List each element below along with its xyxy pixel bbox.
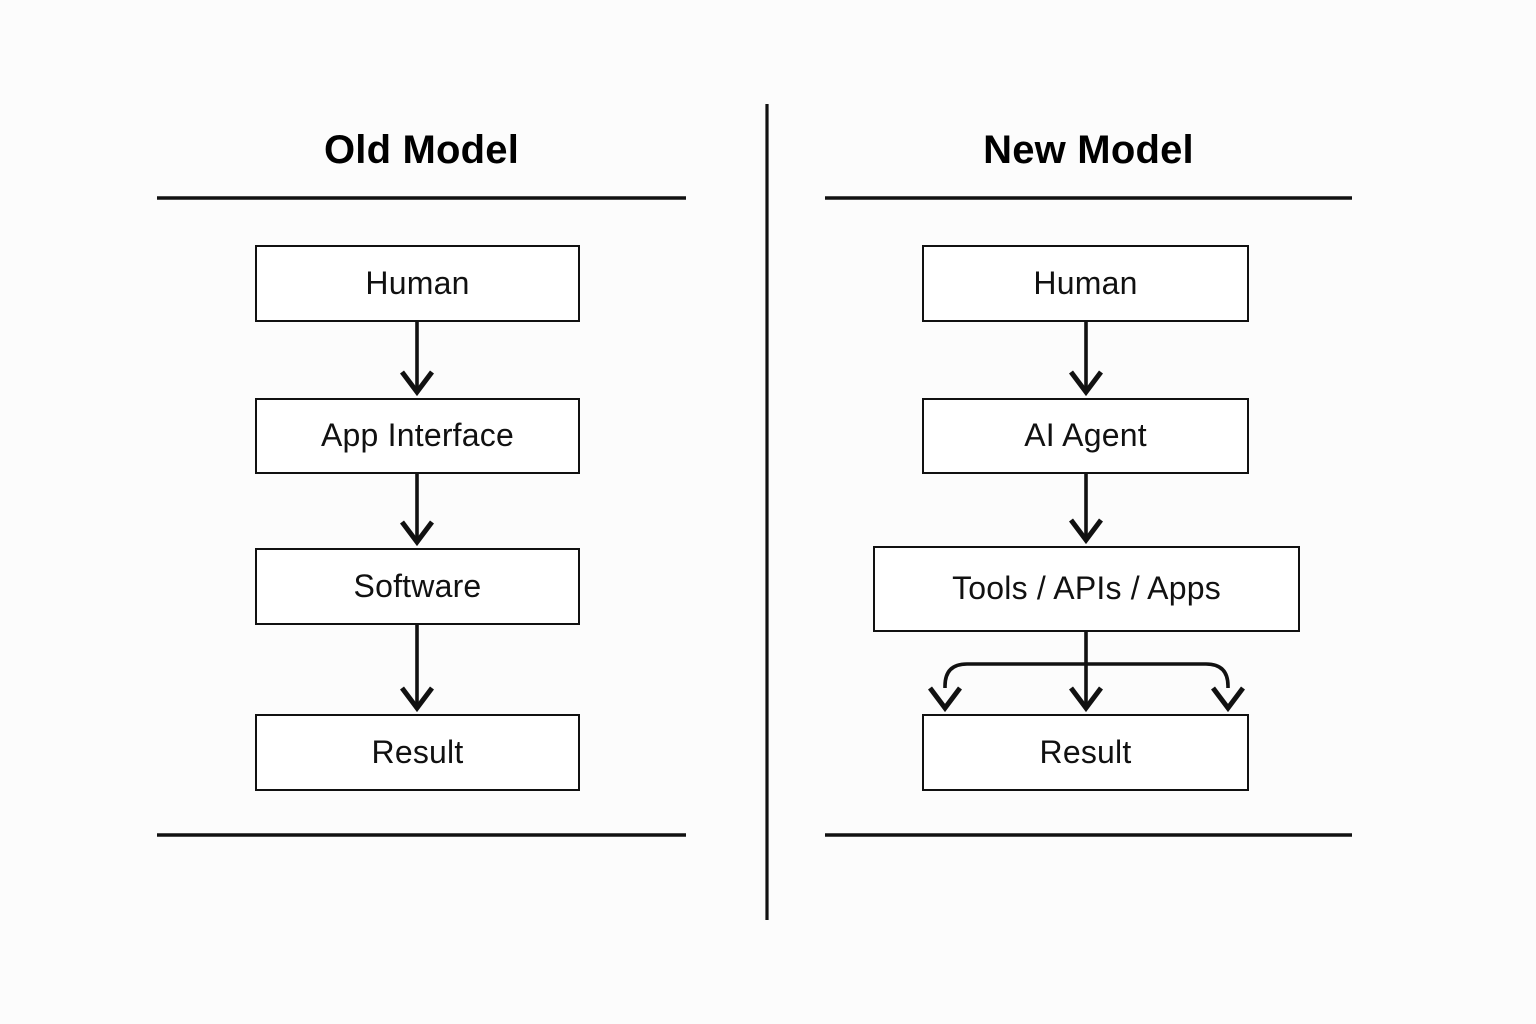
column-title-new-model: New Model (983, 128, 1194, 172)
node-box-result-old[interactable]: Result (255, 714, 580, 791)
branch-arrow-head-1 (928, 686, 962, 713)
branch-arrow-head-3 (1211, 686, 1245, 713)
branch-bar (943, 662, 1230, 688)
node-box-app-interface[interactable]: App Interface (255, 398, 580, 474)
node-box-result-new[interactable]: Result (922, 714, 1249, 791)
node-label: Human (365, 264, 470, 301)
branch-arrow-head-2 (1069, 686, 1103, 713)
arrow-head-new-ai-agent-to-tools (1069, 518, 1103, 545)
node-label: Result (1039, 733, 1132, 770)
node-label: Human (1033, 264, 1138, 301)
node-label: Software (353, 567, 482, 604)
arrow-head-old-app-interface-to-software (400, 520, 434, 547)
node-box-human-new[interactable]: Human (922, 245, 1249, 322)
arrow-head-new-human-to-ai-agent (1069, 370, 1103, 397)
arrow-head-old-human-to-app-interface (400, 370, 434, 397)
column-title-old-model: Old Model (323, 128, 520, 172)
node-label: App Interface (321, 417, 514, 453)
node-box-human-old[interactable]: Human (255, 245, 580, 322)
arrow-head-old-software-to-result (400, 686, 434, 713)
node-box-software[interactable]: Software (255, 548, 580, 625)
node-label: AI Agent (1024, 417, 1147, 453)
node-label: Tools / APIs / Apps (952, 570, 1221, 606)
node-box-tools-apis-apps[interactable]: Tools / APIs / Apps (873, 546, 1300, 632)
node-label: Result (371, 733, 464, 770)
node-box-ai-agent[interactable]: AI Agent (922, 398, 1249, 474)
